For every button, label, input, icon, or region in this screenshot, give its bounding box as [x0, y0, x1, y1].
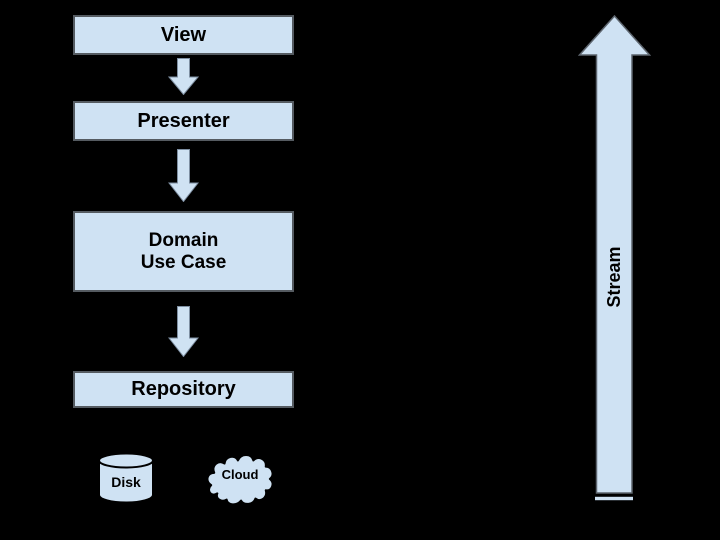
layer-box-repository: Repository [73, 371, 294, 408]
layer-box-domain-use-case: Domain Use Case [73, 211, 294, 292]
arrow-down-icon [168, 306, 199, 357]
layer-label-domain-line1: Domain [148, 229, 219, 251]
layer-box-presenter: Presenter [73, 101, 294, 141]
layer-label-presenter: Presenter [137, 109, 230, 132]
arrow-down-icon [168, 58, 199, 95]
cloud-label: Cloud [221, 467, 259, 482]
layer-label-repository: Repository [131, 378, 236, 400]
layer-label-domain-line2: Use Case [140, 251, 227, 273]
layer-label-view: View [160, 23, 207, 46]
cloud-icon [207, 453, 273, 506]
stream-baseline [595, 496, 633, 501]
layer-box-view: View [73, 15, 294, 55]
arrow-up-icon [578, 15, 651, 494]
disk-label: Disk [111, 474, 141, 490]
database-cylinder-icon [98, 452, 154, 504]
stream-label: Stream [604, 246, 624, 308]
arrow-down-icon [168, 149, 199, 202]
